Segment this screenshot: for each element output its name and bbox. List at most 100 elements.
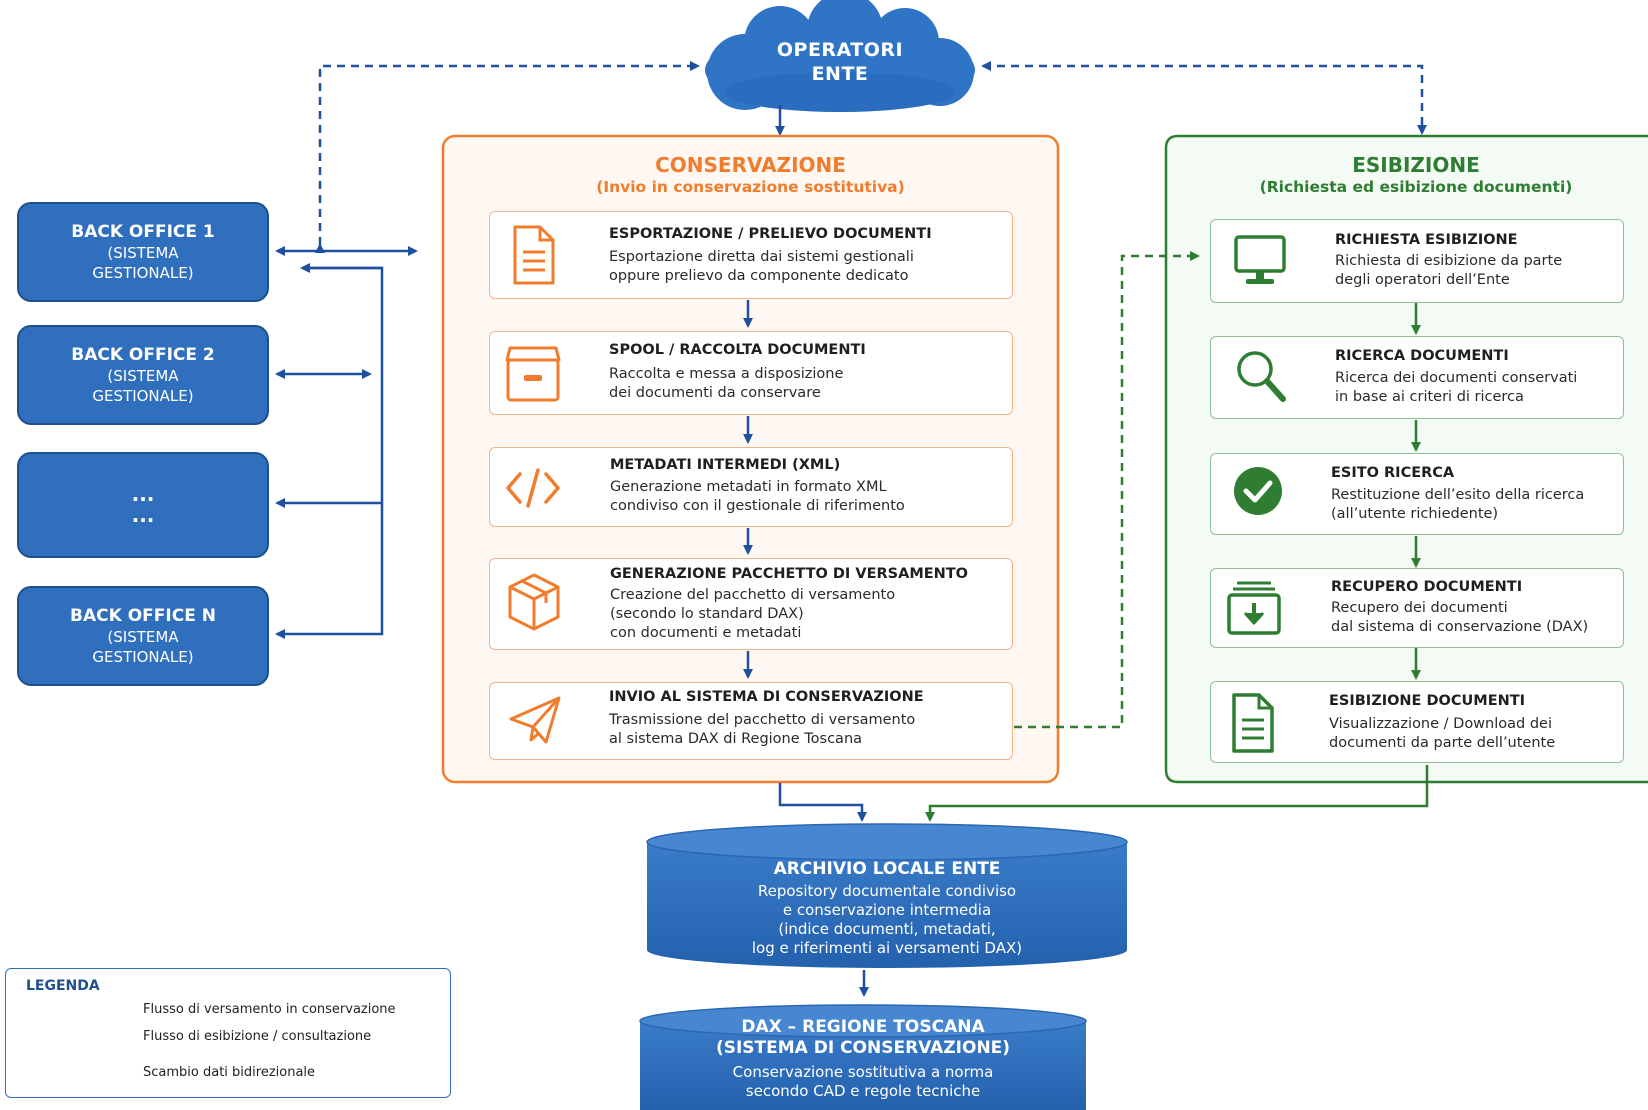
step-esibizione-documenti[interactable]: ESIBIZIONE DOCUMENTI Visualizzazione / D… bbox=[1210, 681, 1624, 763]
legend-item-esibizione: Flusso di esibizione / consultazione bbox=[143, 1029, 372, 1044]
step-desc: Visualizzazione / Download dei documenti… bbox=[1329, 715, 1555, 753]
step-desc: Esportazione diretta dai sistemi gestion… bbox=[609, 248, 914, 286]
operatori-line2: ENTE bbox=[811, 63, 869, 85]
legend-item-bidirezionale: Scambio dati bidirezionale bbox=[143, 1065, 316, 1080]
legend: LEGENDA Flusso di versamento in conserva… bbox=[5, 968, 451, 1098]
step-ricerca-documenti[interactable]: RICERCA DOCUMENTI Ricerca dei documenti … bbox=[1210, 336, 1624, 419]
step-title: METADATI INTERMEDI (XML) bbox=[610, 457, 841, 473]
back-office-ellipsis-1: ... bbox=[131, 482, 155, 506]
step-richiesta-esibizione[interactable]: RICHIESTA ESIBIZIONE Richiesta di esibiz… bbox=[1210, 219, 1624, 303]
step-desc-line: oppure prelievo da componente dedicato bbox=[609, 268, 909, 284]
step-desc-line: Recupero dei documenti bbox=[1331, 600, 1508, 616]
archivio-line: (indice documenti, metadati, bbox=[778, 920, 996, 938]
esibizione-panel: ESIBIZIONE (Richiesta ed esibizione docu… bbox=[1166, 136, 1648, 782]
cloud-shape bbox=[705, 0, 975, 112]
download-tray-icon bbox=[1227, 581, 1281, 635]
code-icon bbox=[506, 468, 560, 508]
step-desc-line: (secondo lo standard DAX) bbox=[610, 606, 804, 622]
back-office-title: BACK OFFICE N bbox=[70, 605, 216, 626]
back-office-title: BACK OFFICE 1 bbox=[71, 221, 215, 242]
step-desc-line: in base ai criteri di ricerca bbox=[1335, 389, 1524, 405]
step-metadati[interactable]: METADATI INTERMEDI (XML) Generazione met… bbox=[489, 447, 1013, 527]
document-icon bbox=[513, 225, 555, 285]
step-desc-line: Generazione metadati in formato XML bbox=[610, 479, 887, 495]
step-pacchetto[interactable]: GENERAZIONE PACCHETTO DI VERSAMENTO Crea… bbox=[489, 558, 1013, 650]
package-icon bbox=[508, 573, 560, 631]
esibizione-title: ESIBIZIONE bbox=[1352, 153, 1480, 177]
step-desc: Raccolta e messa a disposizione dei docu… bbox=[609, 365, 843, 403]
dax-regione-toscana[interactable]: DAX – REGIONE TOSCANA (SISTEMA DI CONSER… bbox=[640, 1017, 1086, 1101]
step-desc-line: Ricerca dei documenti conservati bbox=[1335, 370, 1578, 386]
step-title: GENERAZIONE PACCHETTO DI VERSAMENTO bbox=[610, 566, 969, 582]
step-title: INVIO AL SISTEMA DI CONSERVAZIONE bbox=[609, 689, 924, 705]
step-invio[interactable]: INVIO AL SISTEMA DI CONSERVAZIONE Trasmi… bbox=[489, 682, 1013, 760]
dax-title1: DAX – REGIONE TOSCANA bbox=[741, 1017, 985, 1037]
dax-cylinder bbox=[639, 1004, 1087, 1110]
back-office-sub: (SISTEMA bbox=[107, 627, 179, 646]
step-desc-line: Visualizzazione / Download dei bbox=[1329, 716, 1552, 732]
dashed-cloud-left bbox=[315, 61, 700, 253]
step-desc-line: documenti da parte dell’utente bbox=[1329, 735, 1556, 751]
step-title: SPOOL / RACCOLTA DOCUMENTI bbox=[609, 342, 866, 358]
step-desc-line: Restituzione dell’esito della ricerca bbox=[1331, 487, 1585, 503]
step-desc: Creazione del pacchetto di versamento (s… bbox=[610, 586, 895, 643]
step-desc-line: con documenti e metadati bbox=[610, 625, 802, 641]
step-desc-line: Raccolta e messa a disposizione bbox=[609, 366, 844, 382]
step-desc: Generazione metadati in formato XML cond… bbox=[610, 478, 905, 516]
step-spool[interactable]: SPOOL / RACCOLTA DOCUMENTI Raccolta e me… bbox=[489, 331, 1013, 415]
paper-plane-icon bbox=[509, 696, 561, 744]
back-office-ellipsis: ... ... bbox=[17, 452, 269, 558]
step-desc: Ricerca dei documenti conservati in base… bbox=[1335, 369, 1577, 407]
back-office-ellipsis-2: ... bbox=[131, 503, 155, 527]
step-title: RICHIESTA ESIBIZIONE bbox=[1335, 232, 1518, 248]
back-office-2[interactable]: BACK OFFICE 2 (SISTEMA GESTIONALE) bbox=[17, 325, 269, 425]
back-office-1[interactable]: BACK OFFICE 1 (SISTEMA GESTIONALE) bbox=[17, 202, 269, 302]
search-icon bbox=[1237, 351, 1286, 402]
archivio-line: Repository documentale condiviso bbox=[757, 882, 1017, 900]
step-desc-line: condiviso con il gestionale di riferimen… bbox=[610, 498, 905, 514]
legend-item-versamento: Flusso di versamento in conservazione bbox=[143, 1002, 396, 1017]
back-office-sub: (SISTEMA bbox=[107, 366, 179, 385]
back-office-title: BACK OFFICE 2 bbox=[71, 344, 215, 365]
archivio-line: log e riferimenti ai versamenti DAX) bbox=[751, 939, 1023, 957]
dashed-invio-to-richiesta bbox=[1014, 251, 1200, 729]
step-esportazione[interactable]: ESPORTAZIONE / PRELIEVO DOCUMENTI Esport… bbox=[489, 211, 1013, 299]
archivio-cylinder bbox=[646, 823, 1128, 968]
conservazione-panel: CONSERVAZIONE (Invio in conservazione so… bbox=[443, 136, 1058, 782]
step-desc-line: Trasmissione del pacchetto di versamento bbox=[609, 712, 916, 728]
operatori-ente-label: OPERATORI ENTE bbox=[730, 38, 950, 86]
step-title: RICERCA DOCUMENTI bbox=[1335, 348, 1509, 364]
step-desc-line: degli operatori dell’Ente bbox=[1335, 272, 1510, 288]
document-icon bbox=[1232, 693, 1274, 753]
step-desc-line: Esportazione diretta dai sistemi gestion… bbox=[609, 249, 914, 265]
dax-line: secondo CAD e regole tecniche bbox=[745, 1082, 981, 1100]
operatori-line1: OPERATORI bbox=[776, 39, 904, 61]
back-office-sub: (SISTEMA bbox=[107, 243, 179, 262]
step-desc-line: (all’utente richiedente) bbox=[1331, 506, 1499, 522]
legend-title: LEGENDA bbox=[26, 978, 100, 994]
esibizione-subtitle: (Richiesta ed esibizione documenti) bbox=[1259, 178, 1573, 196]
archivio-title: ARCHIVIO LOCALE ENTE bbox=[773, 859, 1001, 879]
step-esito-ricerca[interactable]: ESITO RICERCA Restituzione dell’esito de… bbox=[1210, 453, 1624, 535]
step-desc: Richiesta di esibizione da parte degli o… bbox=[1335, 252, 1562, 290]
conservazione-subtitle: (Invio in conservazione sostitutiva) bbox=[596, 178, 905, 196]
step-title: ESPORTAZIONE / PRELIEVO DOCUMENTI bbox=[609, 226, 932, 242]
step-desc: Restituzione dell’esito della ricerca (a… bbox=[1331, 486, 1584, 524]
archivio-locale-ente[interactable]: ARCHIVIO LOCALE ENTE Repository document… bbox=[647, 858, 1127, 958]
back-office-n[interactable]: BACK OFFICE N (SISTEMA GESTIONALE) bbox=[17, 586, 269, 686]
back-office-sub: GESTIONALE) bbox=[92, 263, 194, 282]
archivio-line: e conservazione intermedia bbox=[782, 901, 992, 919]
back-office-sub: GESTIONALE) bbox=[92, 386, 194, 405]
step-title: RECUPERO DOCUMENTI bbox=[1331, 579, 1523, 595]
step-desc: Recupero dei documenti dal sistema di co… bbox=[1331, 599, 1588, 637]
conservazione-title: CONSERVAZIONE bbox=[655, 153, 846, 177]
step-recupero-documenti[interactable]: RECUPERO DOCUMENTI Recupero dei document… bbox=[1210, 568, 1624, 648]
step-desc: Trasmissione del pacchetto di versamento… bbox=[609, 711, 915, 749]
step-desc-line: Richiesta di esibizione da parte bbox=[1335, 253, 1563, 269]
archive-box-icon bbox=[505, 346, 561, 402]
step-desc-line: al sistema DAX di Regione Toscana bbox=[609, 731, 863, 747]
step-desc-line: dei documenti da conservare bbox=[609, 385, 821, 401]
step-desc-line: dal sistema di conservazione (DAX) bbox=[1331, 619, 1589, 635]
step-title: ESIBIZIONE DOCUMENTI bbox=[1329, 693, 1526, 709]
step-desc-line: Creazione del pacchetto di versamento bbox=[610, 587, 896, 603]
